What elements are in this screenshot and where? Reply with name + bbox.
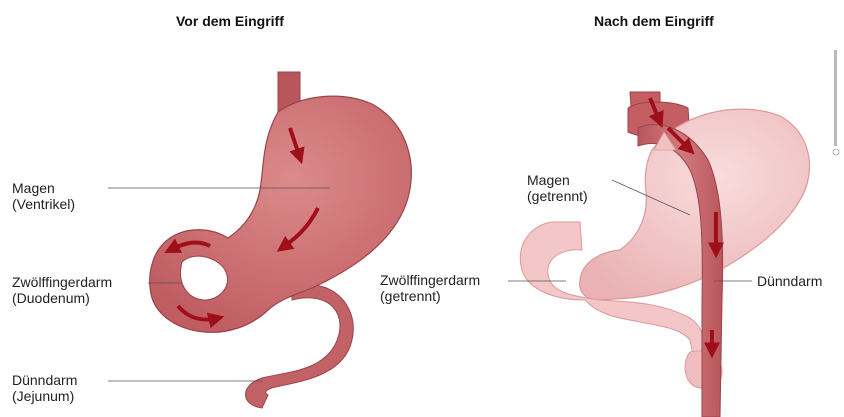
label-line: (getrennt) [380,288,480,304]
label-line: (Jejunum) [12,388,77,404]
title-after: Nach dem Eingriff [594,13,714,29]
label-small-intestine-after: Dünndarm [757,273,822,289]
label-line: (getrennt) [527,188,588,204]
title-before: Vor dem Eingriff [176,13,284,29]
label-line: Zwölffingerdarm [380,272,480,288]
label-line: (Duodenum) [12,290,112,306]
stomach-after [520,92,809,417]
stomach-before [150,72,412,408]
label-line: (Ventrikel) [12,196,75,212]
label-line: Dünndarm [757,273,822,289]
label-jejunum-before: Dünndarm (Jejunum) [12,372,77,404]
copyright-watermark [833,50,839,155]
label-line: Magen [12,180,75,196]
label-line: Zwölffingerdarm [12,274,112,290]
label-stomach-after: Magen (getrennt) [527,172,588,204]
label-duodenum-after: Zwölffingerdarm (getrennt) [380,272,480,304]
label-line: Dünndarm [12,372,77,388]
label-stomach-before: Magen (Ventrikel) [12,180,75,212]
label-line: Magen [527,172,588,188]
label-duodenum-before: Zwölffingerdarm (Duodenum) [12,274,112,306]
